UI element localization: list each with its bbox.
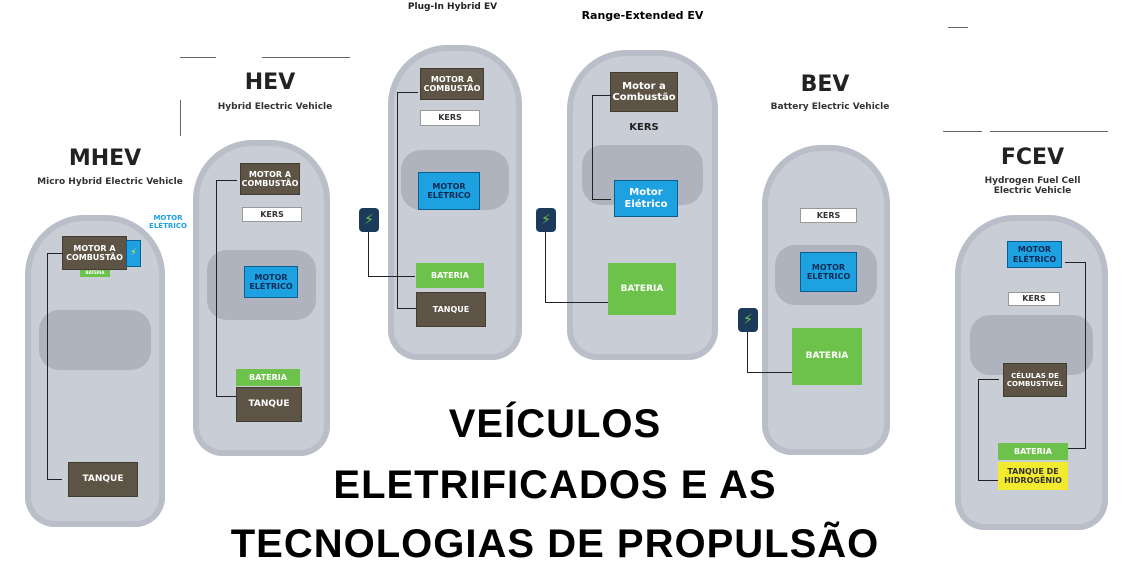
headline-line-2: ELETRIFICADOS E AS (333, 463, 777, 507)
phev-combustion-engine: MOTOR A COMBUSTÃO (420, 68, 484, 100)
divider (943, 131, 982, 132)
fcev-kers: KERS (1008, 292, 1060, 306)
phev-name: Plug-In Hybrid EV (407, 2, 498, 12)
headline-line-3: TECNOLOGIAS DE PROPULSÃO (230, 522, 880, 566)
flow-arrow (216, 180, 237, 397)
reev-combustion-engine: Motor a Combustão (610, 72, 678, 112)
flow-arrow (47, 253, 62, 480)
bev-kers: KERS (800, 208, 857, 223)
hev-code: HEV (244, 70, 296, 95)
reev-battery: BATERIA (608, 263, 676, 315)
mhev-name: Micro Hybrid Electric Vehicle (37, 177, 183, 187)
plug-icon: ⚡ (359, 208, 379, 232)
fcev-fuel-cells: CÉLULAS DE COMBUSTÍVEL (1003, 363, 1067, 397)
bev-code: BEV (800, 72, 850, 97)
phev-battery: BATERIA (416, 263, 484, 288)
bev-electric-motor: MOTOR ELÉTRICO (800, 252, 857, 292)
fcev-code: FCEV (1000, 145, 1065, 170)
mhev-code: MHEV (68, 146, 142, 171)
phev-kers: KERS (420, 110, 480, 126)
lightning-icon: ⚡ (126, 240, 141, 267)
divider (990, 131, 1108, 132)
hev-kers: KERS (242, 207, 302, 222)
fcev-name: Hydrogen Fuel Cell Electric Vehicle (984, 176, 1081, 196)
mhev-battery: BATERIA (80, 270, 110, 277)
flow-arrow (397, 92, 418, 309)
fcev-hydrogen-tank: TANQUE DE HIDROGÊNIO (998, 462, 1068, 490)
mhev-tank: TANQUE (68, 462, 138, 497)
hev-name: Hybrid Electric Vehicle (217, 102, 333, 112)
divider (262, 57, 350, 58)
divider (948, 27, 968, 28)
bev-battery: BATERIA (792, 328, 862, 385)
mhev-motor-label: MOTOR ELÉTRICO (149, 213, 187, 230)
hev-battery: BATERIA (236, 369, 300, 386)
plug-icon: ⚡ (738, 308, 758, 332)
headline-line-1: VEÍCULOS (448, 402, 662, 446)
mhev-combustion-engine: MOTOR A COMBUSTÃO (62, 236, 127, 270)
flow-arrow (1065, 262, 1086, 449)
reev-electric-motor: Motor Elétrico (614, 180, 678, 217)
fcev-battery: BATERIA (998, 443, 1068, 460)
charge-cable (747, 332, 792, 373)
phev-electric-motor: MOTOR ELÉTRICO (418, 172, 480, 210)
flow-arrow (978, 379, 999, 481)
reev-name: Range-Extended EV (581, 9, 704, 22)
flow-arrow (592, 95, 611, 200)
charge-cable (368, 232, 415, 277)
fcev-electric-motor: MOTOR ELÉTRICO (1007, 241, 1062, 268)
divider (180, 57, 216, 58)
bev-name: Battery Electric Vehicle (770, 102, 890, 112)
divider (180, 100, 181, 136)
reev-kers: KERS (629, 122, 659, 134)
phev-tank: TANQUE (416, 292, 486, 327)
hev-electric-motor: MOTOR ELÉTRICO (244, 266, 298, 298)
bev-car (762, 145, 890, 455)
charge-cable (545, 232, 608, 303)
hev-combustion-engine: MOTOR A COMBUSTÃO (240, 163, 300, 195)
plug-icon: ⚡ (536, 208, 556, 232)
hev-tank: TANQUE (236, 387, 302, 422)
